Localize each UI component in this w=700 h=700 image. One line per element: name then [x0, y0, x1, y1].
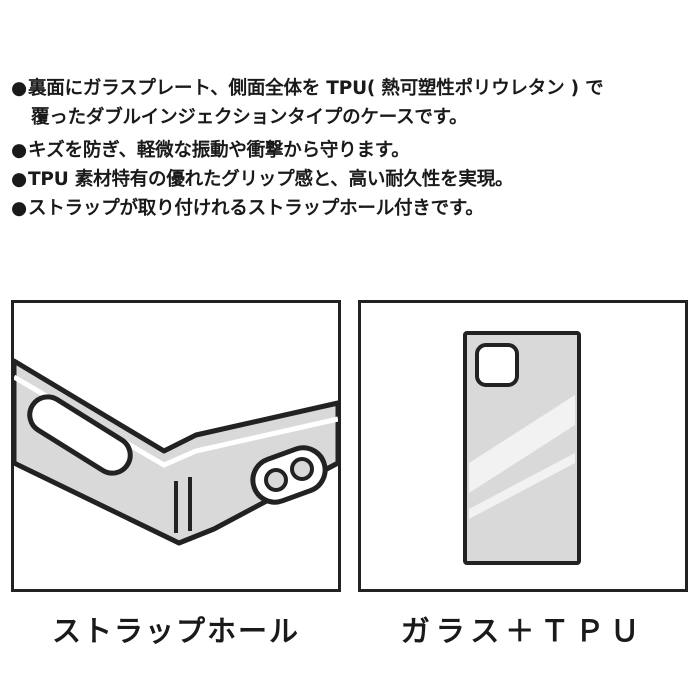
case-edge-body	[14, 358, 338, 546]
camera-cutout	[475, 343, 519, 387]
glass-reflection-stripe	[469, 395, 575, 493]
strap-hole-illustration	[11, 300, 341, 592]
strap-hole-caption: ストラップホール	[51, 614, 300, 648]
strap-hole-slot	[27, 394, 133, 476]
feature-text-1: 裏面にガラスプレート、側面全体を TPU( 熱可塑性ポリウレタン ) で	[28, 78, 604, 99]
camera-lens-icon	[290, 457, 314, 481]
bullet-icon: ●	[11, 78, 27, 99]
bullet-icon: ●	[11, 198, 27, 219]
bullet-icon: ●	[11, 140, 27, 161]
phone-case-back-drawing	[463, 331, 581, 565]
camera-lens-icon	[264, 468, 288, 492]
feature-item-3: ●TPU 素材特有の優れたグリップ感と、高い耐久性を実現。	[11, 165, 691, 194]
feature-text-3: TPU 素材特有の優れたグリップ感と、高い耐久性を実現。	[28, 169, 514, 190]
feature-item-4: ●ストラップが取り付けれるストラップホール付きです。	[11, 194, 691, 223]
feature-item-2: ●キズを防ぎ、軽微な振動や衝撃から守ります。	[11, 136, 691, 165]
glass-tpu-caption: ガラス＋ＴＰＵ	[400, 614, 646, 648]
feature-text-4: ストラップが取り付けれるストラップホール付きです。	[28, 198, 484, 219]
bullet-icon: ●	[11, 169, 27, 190]
glass-reflection-stripe	[469, 453, 575, 519]
feature-item-1-continuation: 覆ったダブルインジェクションタイプのケースです。	[31, 107, 468, 128]
glass-tpu-illustration	[358, 300, 688, 592]
case-corner-drawing	[14, 358, 338, 546]
feature-list: ●裏面にガラスプレート、側面全体を TPU( 熱可塑性ポリウレタン ) で 覆っ…	[11, 74, 691, 223]
feature-item-1: ●裏面にガラスプレート、側面全体を TPU( 熱可塑性ポリウレタン ) で	[11, 74, 691, 103]
feature-text-2: キズを防ぎ、軽微な振動や衝撃から守ります。	[28, 140, 410, 161]
